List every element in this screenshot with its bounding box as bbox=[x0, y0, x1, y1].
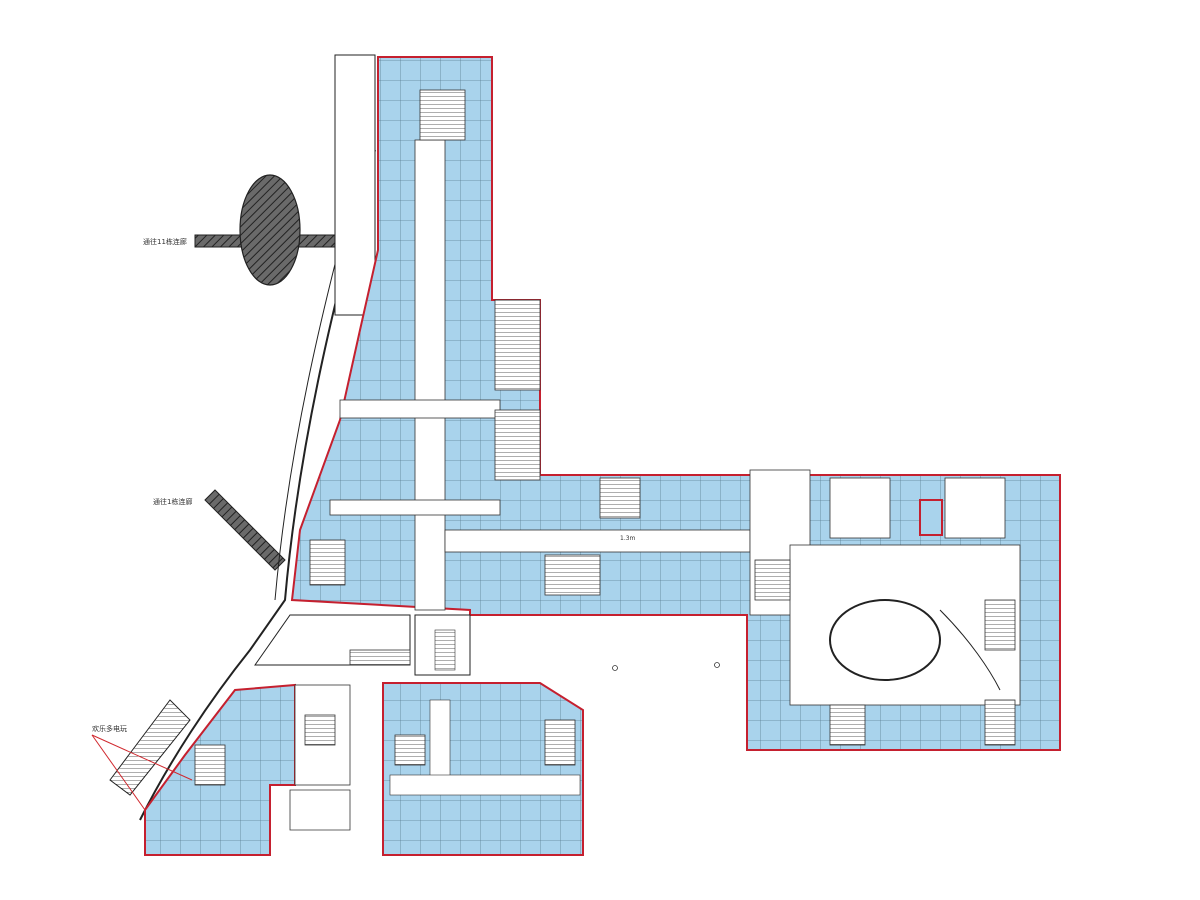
entertainment-label: 欢乐多电玩 bbox=[92, 725, 127, 733]
bridge-north bbox=[194, 174, 346, 286]
south-center-block bbox=[382, 682, 584, 856]
corridor-label-south: 通往1栋连廊 bbox=[153, 498, 193, 506]
east-wing bbox=[754, 477, 1021, 746]
southwest-block bbox=[144, 683, 351, 856]
corridor-label-north: 通往11栋连廊 bbox=[143, 238, 187, 246]
bridge-south bbox=[204, 489, 286, 571]
south-plaza bbox=[254, 614, 471, 676]
leader-lines bbox=[91, 734, 193, 811]
central-atrium bbox=[829, 599, 941, 681]
corridor-width-label: 1.3m bbox=[620, 535, 636, 542]
ramp-southwest bbox=[109, 699, 191, 796]
